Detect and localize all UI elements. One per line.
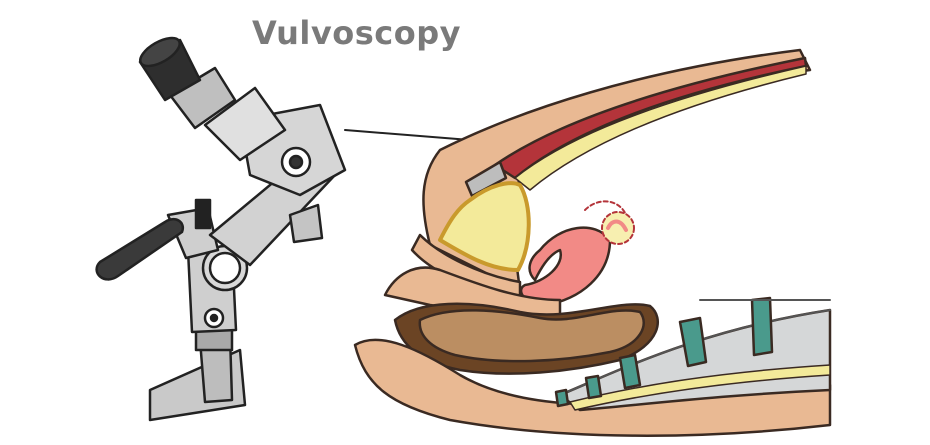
diagram-title: Vulvoscopy <box>252 14 461 52</box>
